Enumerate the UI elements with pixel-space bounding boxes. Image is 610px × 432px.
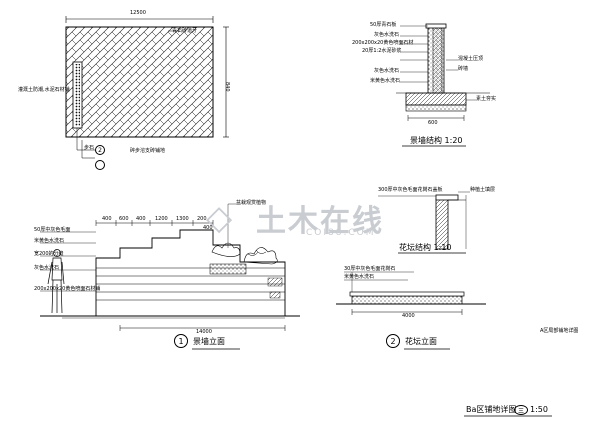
bed-elevation-dimension: 4000 <box>402 313 415 319</box>
bed-elevation-bubble: 2 <box>386 334 400 348</box>
wall-section-note-1: 混凝土压顶 <box>458 56 484 62</box>
sheet-number-badge: 三 <box>514 405 528 415</box>
bed-section-label-left: 300厚中灰色毛面花岗石盖板 <box>378 187 443 193</box>
plan-side-dimension: 840 <box>224 82 230 92</box>
watermark-url: COI88.COM <box>306 228 376 238</box>
paving-plan <box>65 16 229 159</box>
elevation-dim-1: 400 <box>102 216 112 222</box>
elevation-dim-3: 400 <box>136 216 146 222</box>
elevation-dim-5: 1300 <box>176 216 189 222</box>
bed-elevation-caption: 花坛立面 <box>405 337 437 346</box>
elevation-label-3: 宽200的分缝 <box>34 251 64 257</box>
elevation-dim-7: 400 <box>203 225 213 231</box>
plan-label-left: 灌溉土防潮,水泥石材铺 <box>18 87 70 93</box>
plan-label-curb: 青石砖道牙 <box>172 28 198 34</box>
wall-section-dimension: 600 <box>428 120 438 126</box>
sheet-title: Ba区铺地详图 <box>466 405 517 414</box>
elevation-caption: 景墙立面 <box>193 337 225 346</box>
watermark-logo-icon: ◇ <box>206 198 233 238</box>
wall-section-label-6: 米黄色水洗石 <box>370 78 401 84</box>
elevation-dim-2: 600 <box>119 216 129 222</box>
plan-bubble-bottom <box>95 160 105 170</box>
wall-section-label-4: 20厚1:2水泥砂浆 <box>362 48 402 54</box>
elevation-dim-6: 200 <box>197 216 207 222</box>
elevation-label-4: 灰色水洗石 <box>34 265 60 271</box>
wall-elevation-drawing <box>40 203 300 331</box>
watermark: 土木在线 <box>256 204 384 239</box>
bed-section-caption: 花坛结构 1:10 <box>399 243 452 252</box>
elevation-top-label: 盆栽观赏植物 <box>236 200 267 206</box>
area-note: A区局部铺地详图 <box>540 328 579 334</box>
plan-bubble-top: 2 <box>95 145 105 155</box>
elevation-total-dimension: 14000 <box>196 329 212 335</box>
bed-section-label-right: 种植土填层 <box>470 187 496 193</box>
wall-section-label-5: 灰色水洗石 <box>374 68 400 74</box>
wall-section-caption: 景墙结构 1:20 <box>410 136 463 145</box>
plan-paving-label: 碎步溶支砖铺地 <box>130 148 166 154</box>
elevation-label-5: 200x200x20黄色喷面石材铺 <box>34 286 101 292</box>
elevation-label-1: 50厚中灰色毛面 <box>34 227 71 233</box>
bed-elevation-label-2: 米黄色水洗石 <box>344 274 375 280</box>
elevation-bubble: 1 <box>174 334 188 348</box>
elevation-dim-4: 1200 <box>155 216 168 222</box>
bed-section-drawing <box>378 191 470 250</box>
wall-section-label-3: 200x200x20黄色喷面石材 <box>352 40 414 46</box>
bed-elevation-drawing <box>336 271 486 315</box>
elevation-label-2: 米黄色水洗石 <box>34 238 65 244</box>
sheet-scale: 1:50 <box>530 405 548 414</box>
plan-caption-step: 步石 <box>84 145 95 151</box>
wall-section-label-1: 50厚青石板 <box>370 22 397 28</box>
bed-elevation-label-1: 30厚中灰色毛面花岗石 <box>344 266 396 272</box>
human-figure <box>47 249 65 314</box>
caption-underlines <box>192 145 552 417</box>
wall-section-note-2: 砖墙 <box>458 66 469 72</box>
wall-section-note-3: 素土夯实 <box>476 96 497 102</box>
wall-section-label-2: 灰色水洗石 <box>374 32 400 38</box>
plan-top-dimension: 12500 <box>130 10 146 16</box>
wall-section-drawing <box>396 23 490 121</box>
